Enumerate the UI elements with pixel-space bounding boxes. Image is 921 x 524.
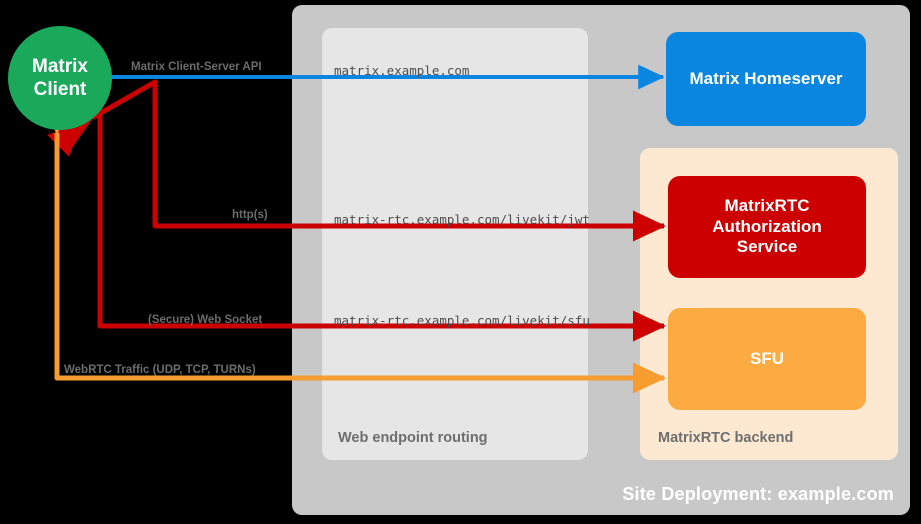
node-auth-line3: Service — [736, 237, 798, 257]
matrixrtc-backend-label: MatrixRTC backend — [658, 430, 794, 446]
node-matrixrtc-authorization-service[interactable]: MatrixRTC Authorization Service — [668, 176, 866, 278]
endpoint-livekit-jwt: matrix-rtc.example.com/livekit/jwt — [334, 212, 590, 227]
edge-label-matrix-client-server-api: Matrix Client-Server API — [131, 61, 262, 73]
edge-label-https: http(s) — [232, 209, 268, 221]
endpoint-livekit-sfu: matrix-rtc.example.com/livekit/sfu — [334, 313, 590, 328]
node-matrix-client[interactable]: Matrix Client — [8, 26, 112, 130]
web-endpoint-routing-label: Web endpoint routing — [338, 430, 488, 446]
edge-label-secure-websocket: (Secure) Web Socket — [148, 314, 263, 326]
site-deployment-label: Site Deployment: example.com — [622, 484, 894, 504]
node-matrix-homeserver[interactable]: Matrix Homeserver — [666, 32, 866, 126]
node-sfu[interactable]: SFU — [668, 308, 866, 410]
endpoint-matrix-example-com: matrix.example.com — [334, 63, 470, 78]
node-matrix-homeserver-label: Matrix Homeserver — [689, 68, 843, 88]
node-auth-line2: Authorization — [712, 216, 822, 236]
web-endpoint-routing-container: Web endpoint routing — [322, 28, 588, 460]
edge-label-webrtc-traffic: WebRTC Traffic (UDP, TCP, TURNs) — [64, 364, 256, 376]
node-matrix-client-line1: Matrix — [32, 55, 88, 77]
node-sfu-label: SFU — [750, 348, 784, 368]
node-matrix-client-line2: Client — [33, 79, 87, 100]
node-auth-line1: MatrixRTC — [724, 195, 810, 215]
